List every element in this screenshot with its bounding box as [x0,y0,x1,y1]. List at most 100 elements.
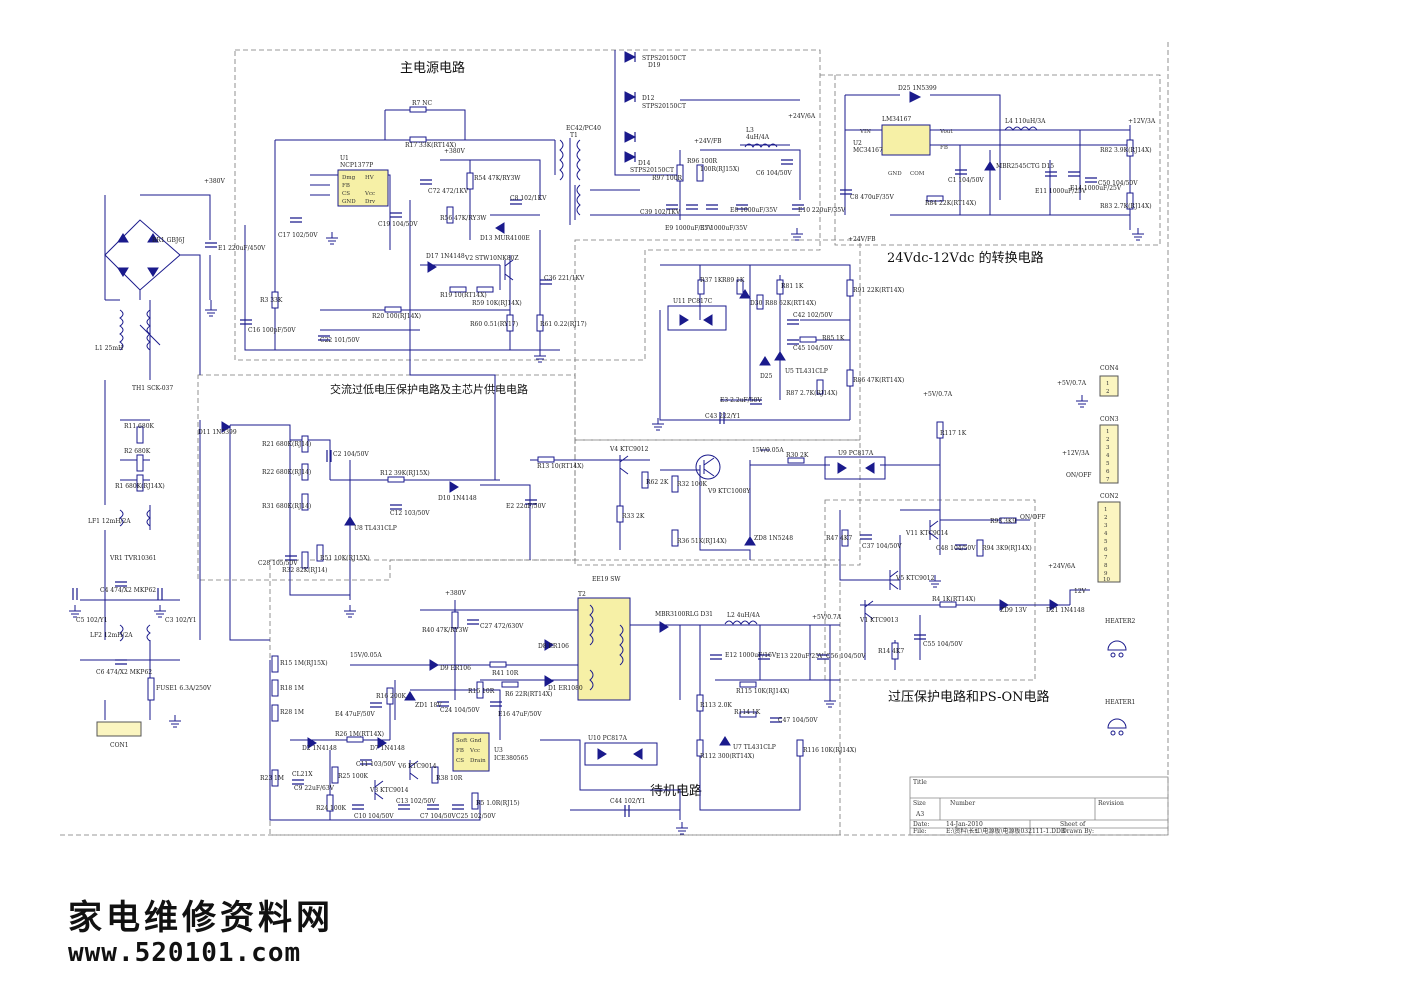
con3-pin-3: 3 [1106,445,1110,451]
label-c11: C11 103/50V [356,761,396,768]
optocoupler-u9 [824,456,886,480]
label-c2: C2 104/50V [333,451,369,458]
u1-pin-fb: FB [342,183,350,189]
label-r16b: R16 200K [376,693,407,700]
label-c19: C19 104/50V [378,221,418,228]
con2-pin-3: 3 [1104,523,1108,529]
label-v4: V4 KTC9012 [609,446,649,453]
section-title-main-psu: 主电源电路 [400,60,465,76]
label-c48: C48 104/50V [936,545,976,552]
label-c36: C36 221/1KV [544,275,585,282]
label-c72: C72 472/1KV [428,188,469,195]
u1-pin-gnd: GND [342,199,356,205]
label-c8: C8 470uF/35V [850,194,894,201]
label-r15: R15 1M(RJ15X) [280,660,328,667]
label-c8b: C8 102/1KV [510,195,547,202]
label-c3: C3 102/Y1 [165,617,197,624]
label-l1: L1 25mH [95,345,123,352]
u1-pin-dmg: Dmg [342,175,356,181]
label-v2: V2 STW10NK80Z [464,255,519,262]
label-c17: C17 102/50V [278,232,318,239]
label-r62: R62 2K [646,479,669,486]
label-d25: D25 1N5399 [898,85,937,92]
title-block-file-label: File: [913,828,927,835]
label-c1: C1 104/50V [948,177,984,184]
section-title-ovp-pson: 过压保护电路和PS-ON电路 [888,689,1050,705]
label-r87: R87 2.7K(RJ14X) [786,390,838,397]
label-r13: R13 10(RT14X) [537,463,584,470]
con2-pin-4: 4 [1104,531,1108,537]
label-c6b: C6 474/X2 MKP62 [96,669,152,676]
con2-pin-6: 6 [1104,547,1108,553]
u2-name: LM34167 [882,116,911,123]
con4-pin-1: 1 [1106,381,1110,387]
label-r36: R36 51K(RJ14X) [677,538,727,545]
con3-pin-4: 4 [1106,453,1110,459]
con4-label: CON4 [1100,365,1119,372]
label-e11: E11 1000uF/25V [1035,188,1087,195]
label-r11: R11 680K [124,423,155,430]
ground-symbols [69,228,1144,835]
con2-pin-9: 9 [1104,571,1108,577]
component-labels: STPS20150CT D19 D12 STPS20150CT D14 STPS… [76,55,1152,820]
transistors [374,259,939,800]
label-r17: R17 33K(RT14X) [405,142,456,149]
t2-part-label: EE19 SW [592,576,621,583]
label-c47: C47 104/50V [778,717,818,724]
t1-part-label: EC42/PC40 [566,125,601,132]
label-u10: U10 PC817A [588,735,628,742]
label-d12-ref: D12 [642,95,655,102]
label-u11: U11 PC817C [673,298,713,305]
label-c5: C5 102/Y1 [76,617,108,624]
label-r54: R54 47K/RY3W [474,175,521,182]
label-r114: R114 1K [734,709,761,716]
label-d1: D1 ER1080 [548,685,583,692]
connector-con1: CON1 [96,721,142,749]
title-block-date-value: 14-Jan-2010 [946,821,983,828]
label-r89: R89 1K [722,277,745,284]
label-v6: V6 KTC9014 [397,763,437,770]
con2-label: CON2 [1100,493,1119,500]
title-block-drawn-by: Drawn By: [1062,828,1094,835]
con2-pin-10: 10 [1103,577,1110,583]
transformer-t2: EE19 SW T2 [577,576,631,701]
title-block-size-value: A3 [915,811,924,818]
connector-con2: 1 2 3 4 5 6 7 8 9 10 CON2 [1097,493,1121,583]
ic-u1: U1 NCP1377P Dmg HV FB CS Vcc GND Drv [337,155,389,207]
label-v5: V5 KTC9012 [895,575,935,582]
label-c50: C50 104/50V [1098,180,1138,187]
label-th1: TH1 SCK-037 [132,385,173,392]
label-r5: R5 1.0R(RJ15) [476,800,520,807]
label-fuse: FUSE1 6.3A/250V [156,685,212,692]
label-d9: D9 ER106 [440,665,471,672]
t1-ref-label: T1 [570,132,578,139]
ic-u2: LM34167 U2 MC34167 VIN Vout GND FB COM [853,116,953,177]
label-c28: C28 105/50V [258,560,298,567]
rail-5v-a: +5V/0.7A [923,391,953,398]
title-block-size-label: Size [913,800,926,807]
label-e1: E1 220uF/450V [218,245,266,252]
label-u9: U9 PC817A [838,450,874,457]
con3-pin-5: 5 [1106,461,1110,467]
label-u8: U8 TL431CLP [354,525,397,532]
resistors [136,106,1134,812]
label-r51: R51 10K(RJ15X) [320,555,370,562]
label-r20: R20 100(RJ14X) [372,313,421,320]
label-lf2: LF2 12mH/2A [90,632,133,639]
label-r91: R91 22K(RT14X) [853,287,904,294]
label-e16: E16 47uF/50V [498,711,542,718]
u2-ref: U2 [853,140,862,147]
label-u7: U7 TL431CLP [733,744,776,751]
label-r40: R40 47K/RY3W [422,627,469,634]
label-d31: MBR3100RLG D31 [655,611,713,618]
heater1-label: HEATER1 [1105,699,1135,706]
u3-pin-soft: Soft [456,738,468,744]
u3-pin-cs: CS [456,758,464,764]
label-c121: CL21X [292,771,313,778]
optocoupler-u10 [584,742,658,766]
label-c12: C12 103/50V [390,510,430,517]
label-vr1: VR1 TVR10361 [109,555,157,562]
optocoupler-u11 [667,305,727,331]
label-r32-b: R32 100K [677,481,708,488]
label-d7: D7 1N4148 [370,745,405,752]
